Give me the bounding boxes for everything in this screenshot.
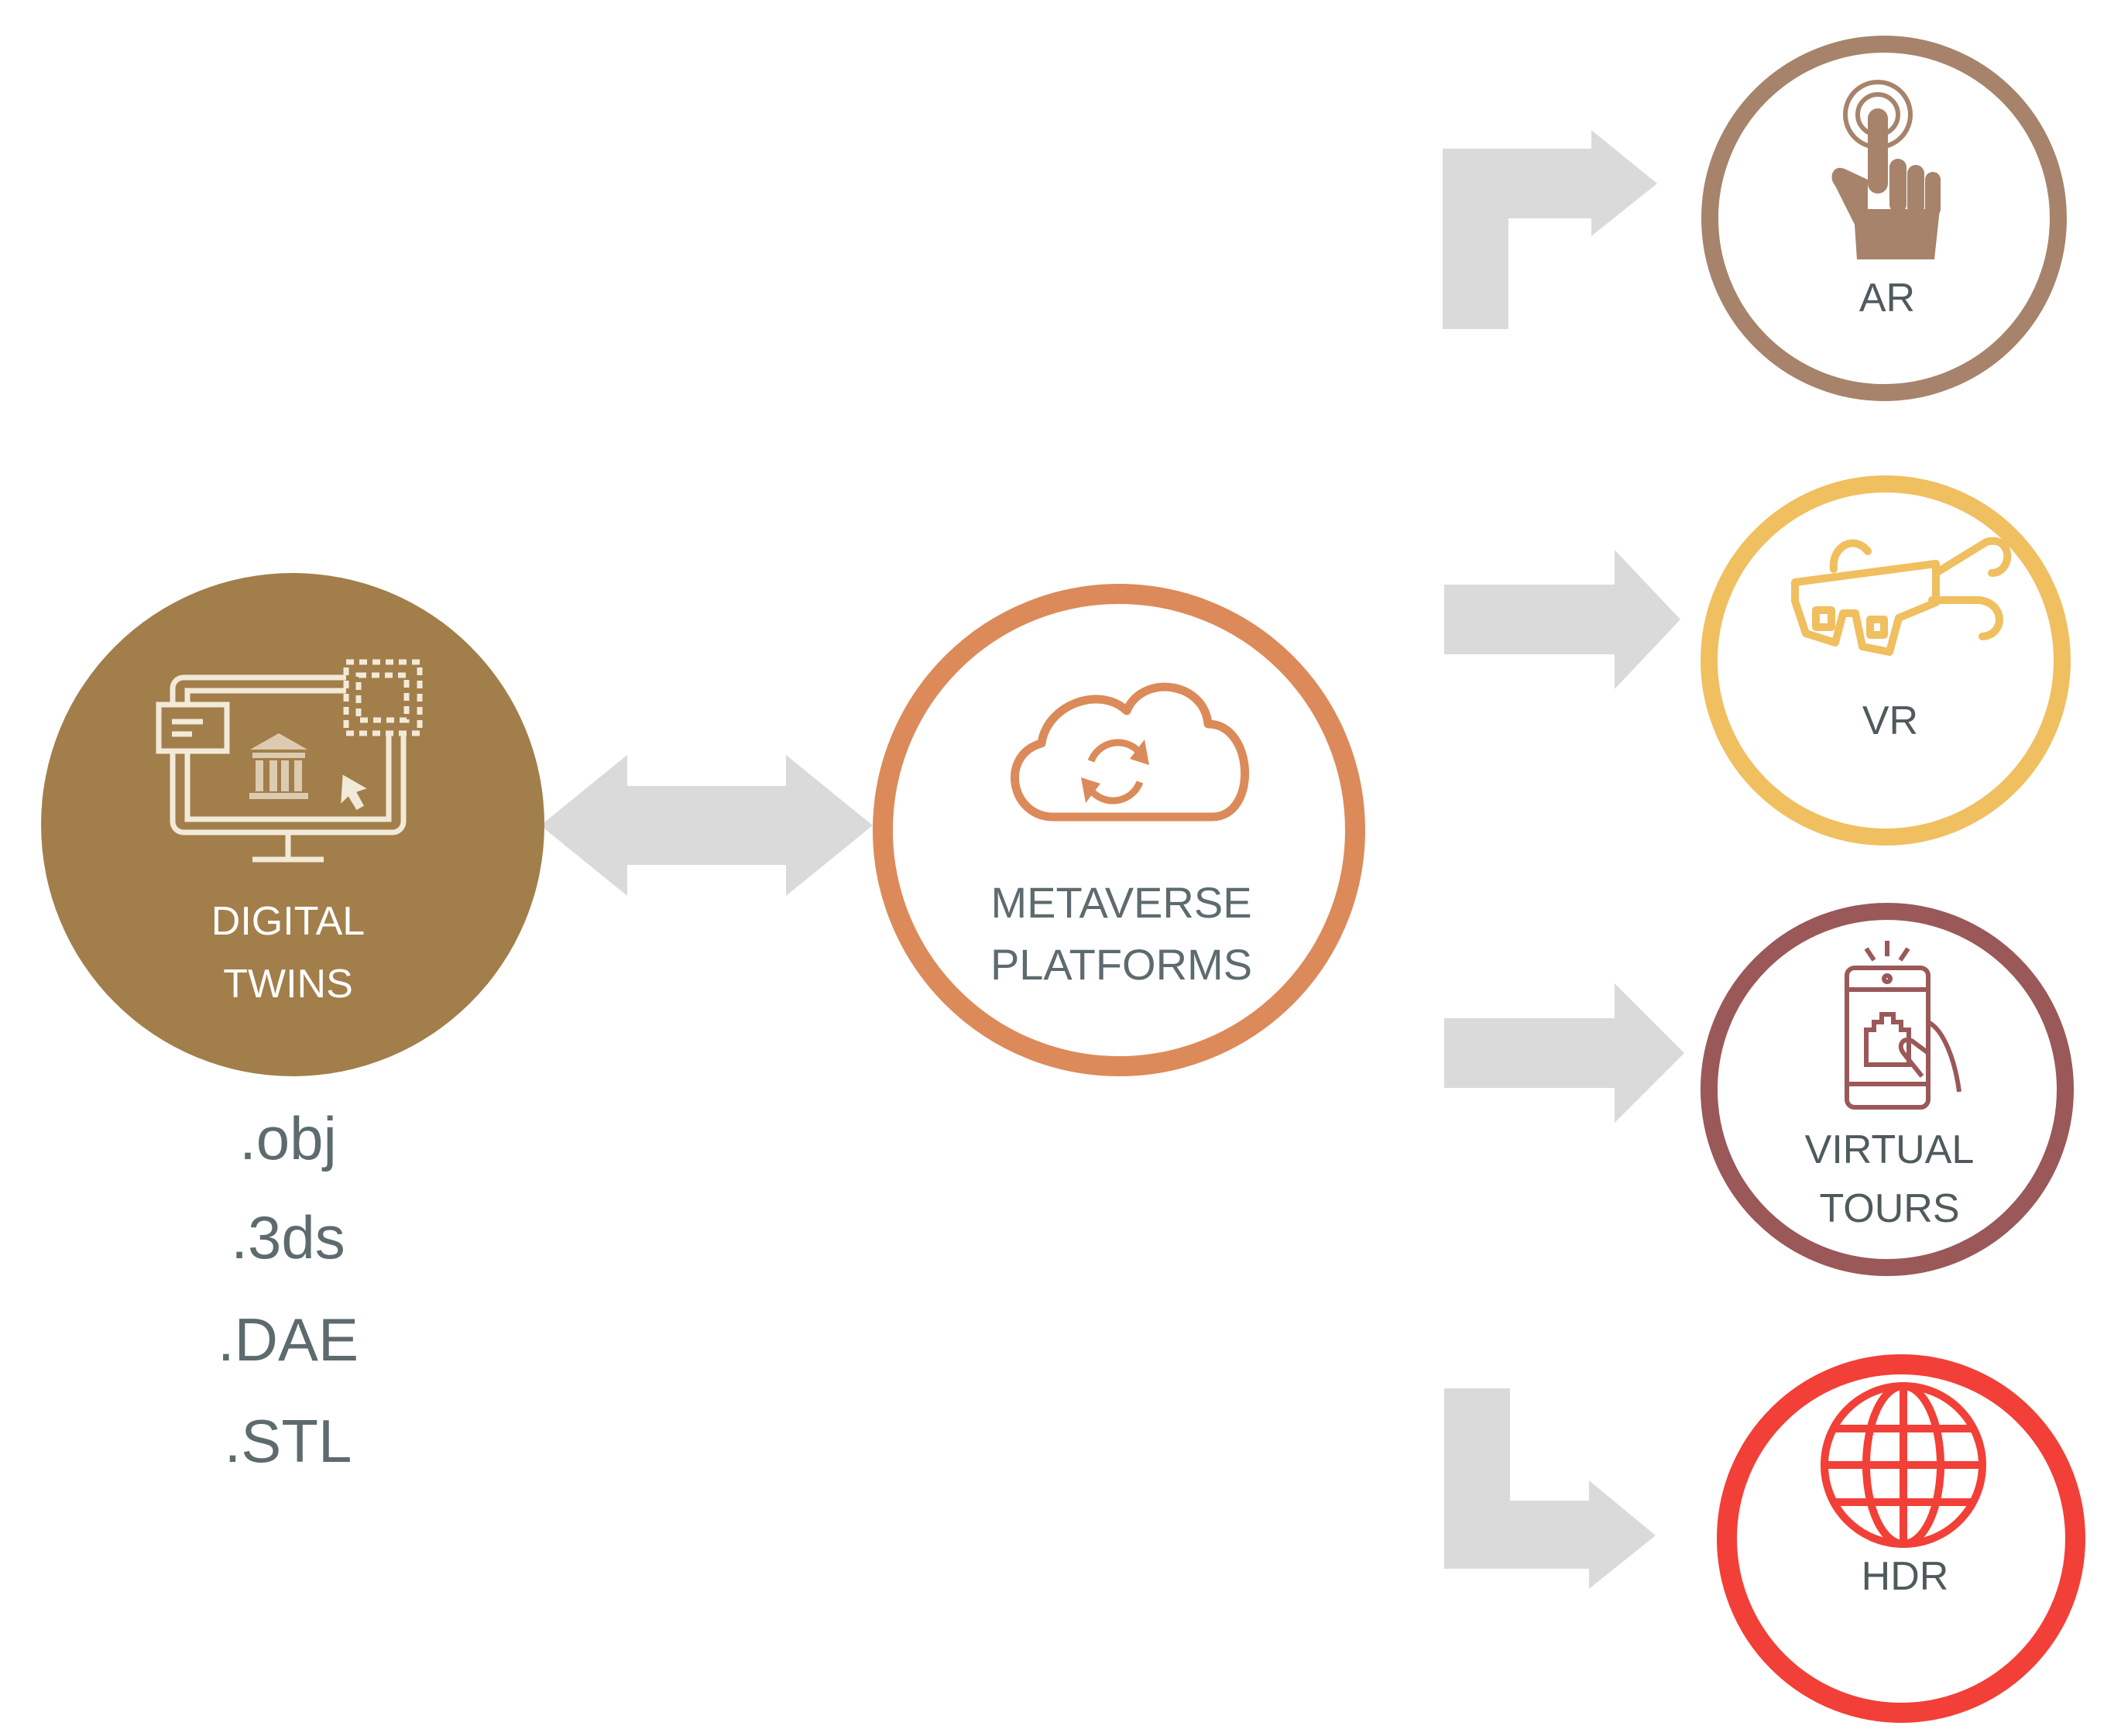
- virtual-tours-node: VIRTUAL TOURS: [1701, 903, 2074, 1276]
- file-format-list: .obj .3ds .DAE .STL: [218, 1104, 359, 1475]
- ar-label: AR: [1859, 276, 1915, 321]
- metaverse-node: METAVERSE PLATFORMS: [873, 584, 1365, 1076]
- arrow-to-virtual-tours: [1444, 983, 1684, 1123]
- format-obj: .obj: [239, 1104, 337, 1172]
- hdr-label: HDR: [1862, 1554, 1949, 1599]
- digital-twins-label-line2: TWINS: [223, 962, 353, 1007]
- digital-twins-node: DIGITAL TWINS: [41, 573, 544, 1076]
- metaverse-label-line1: METAVERSE: [990, 878, 1251, 927]
- arrow-to-hdr: [1444, 1388, 1656, 1589]
- metaverse-circle: [873, 584, 1365, 1076]
- format-stl: .STL: [225, 1407, 352, 1475]
- arrow-to-vr: [1444, 550, 1680, 689]
- phone-castle-icon: [1845, 941, 1961, 1110]
- vr-node: VR: [1701, 475, 2071, 846]
- arrow-to-ar: [1443, 130, 1657, 329]
- virtual-tours-label-line1: VIRTUAL: [1805, 1127, 1975, 1172]
- globe-icon: [1821, 1382, 1986, 1548]
- virtual-tours-label-line2: TOURS: [1819, 1186, 1959, 1231]
- hdr-node: HDR: [1717, 1354, 2085, 1723]
- digital-twins-label-line1: DIGITAL: [211, 899, 365, 944]
- vr-circle: [1701, 475, 2071, 846]
- cloud-sync-icon: [1011, 682, 1249, 822]
- vr-label: VR: [1862, 698, 1918, 743]
- monitor-museum-icon: [156, 659, 423, 863]
- virtual-tours-circle: [1701, 903, 2074, 1276]
- 3d-glasses-icon: [1791, 537, 2012, 656]
- touch-hand-icon: [1831, 80, 1941, 259]
- format-3ds: .3ds: [231, 1203, 345, 1271]
- double-arrow-twins-metaverse: [541, 755, 873, 896]
- metaverse-label-line2: PLATFORMS: [990, 940, 1252, 989]
- museum-building-icon: [249, 733, 308, 799]
- format-dae: .DAE: [218, 1305, 359, 1374]
- ar-node: AR: [1701, 36, 2067, 401]
